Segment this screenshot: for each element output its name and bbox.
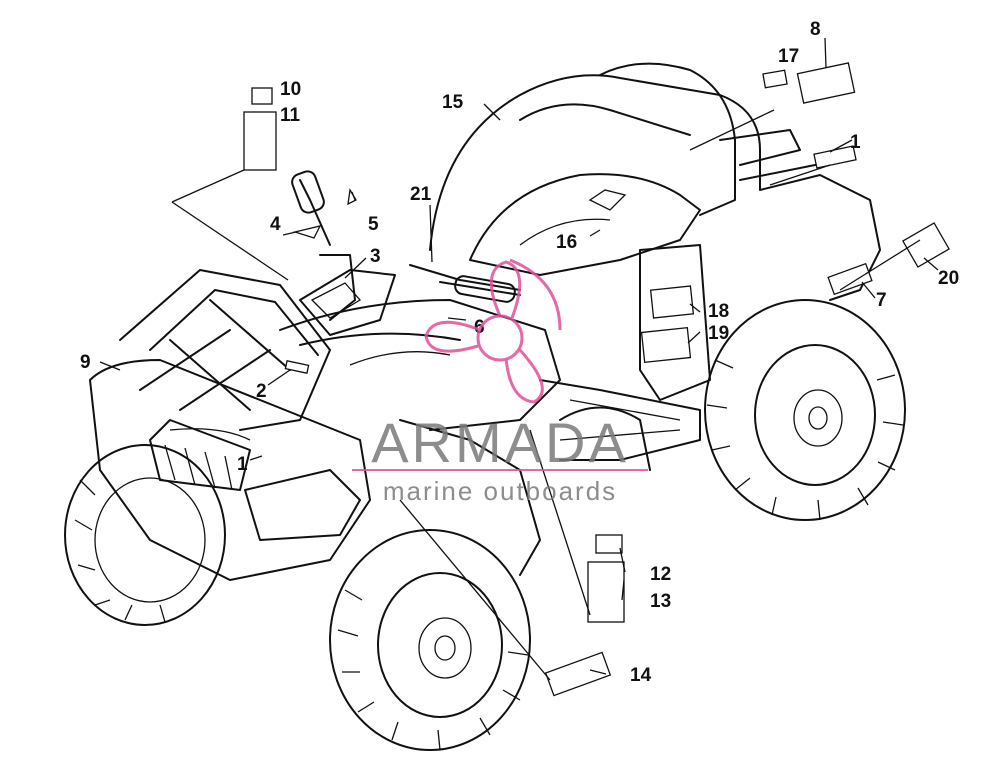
callout-20: 20	[938, 268, 959, 289]
leader-lines	[99, 37, 939, 681]
callout-4: 4	[270, 214, 281, 235]
callout-7: 7	[876, 290, 887, 311]
callout-1-rear: 1	[850, 132, 861, 153]
watermark-brand: ARMADA	[371, 411, 629, 474]
callout-5: 5	[368, 214, 379, 235]
callout-3: 3	[370, 246, 381, 267]
callout-19: 19	[708, 323, 729, 344]
armada-watermark: ARMADA marine outboards	[352, 258, 648, 506]
callout-21: 21	[410, 184, 432, 205]
callout-numbers: 10 11 4 5 3 21 15 16 8 17 1 20 7 18 19 6…	[80, 19, 959, 686]
callout-9: 9	[80, 352, 91, 373]
callout-10: 10	[280, 79, 301, 100]
wheel-front-left	[64, 444, 226, 626]
callout-15: 15	[442, 92, 464, 113]
decal-sheets	[243, 62, 950, 697]
wheel-rear-right	[704, 299, 906, 521]
watermark-tagline: marine outboards	[383, 476, 617, 506]
callout-16: 16	[556, 232, 577, 253]
propeller-logo-icon	[424, 258, 562, 404]
callout-13: 13	[650, 591, 671, 612]
wheel-rear-left	[559, 406, 651, 471]
callout-14: 14	[630, 665, 652, 686]
callout-8: 8	[810, 19, 821, 40]
callout-12: 12	[650, 564, 671, 585]
callout-17: 17	[778, 46, 799, 67]
callout-18: 18	[708, 301, 729, 322]
wheel-front-right	[329, 529, 531, 751]
callout-1-front: 1	[237, 454, 248, 475]
callout-2: 2	[256, 381, 267, 402]
callout-11: 11	[280, 105, 301, 126]
